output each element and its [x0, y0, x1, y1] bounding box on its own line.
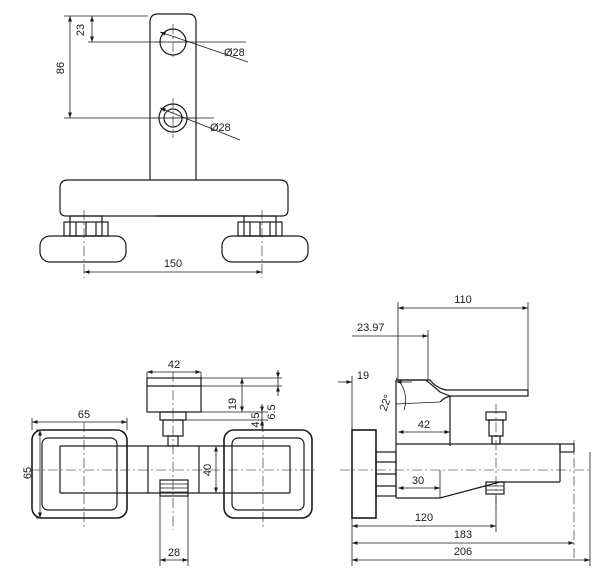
side-dim-120-label: 120: [415, 512, 433, 524]
side-dim-19-label: 19: [357, 370, 369, 382]
front-dim-65-height-label: 65: [22, 467, 34, 479]
dim-150-label: 150: [164, 258, 182, 270]
side-dim-206-label: 206: [454, 546, 472, 558]
side-dim-23-97-label: 23.97: [357, 322, 385, 334]
dim-23-label: 23: [75, 24, 87, 36]
side-wall-cap: [351, 429, 377, 519]
front-dim-28-label: 28: [168, 547, 180, 559]
right-cap: [223, 429, 313, 519]
upper-diameter-label: Ø28: [224, 47, 245, 59]
side-dim-42-label: 42: [418, 419, 430, 431]
side-dim-110-label: 110: [454, 294, 472, 306]
front-dim-6-5-label: 6.5: [266, 404, 278, 419]
dim-86-label: 86: [55, 62, 67, 74]
side-dim-30-label: 30: [412, 475, 424, 487]
front-dim-42-label: 42: [168, 359, 180, 371]
front-dim-4-5-label: 4.5: [250, 412, 262, 427]
front-dim-40-label: 40: [202, 464, 214, 476]
side-view: 110 23.97 19 22° 42 30 120 183 206: [338, 294, 591, 566]
front-dim-19-label: 19: [227, 398, 239, 410]
side-angle-22-label: 22°: [378, 393, 395, 413]
left-cap: [31, 429, 128, 519]
front-view: 42 65 65 19 4.5 6.5 40 28: [22, 359, 316, 566]
side-dim-183-label: 183: [454, 529, 472, 541]
lower-diameter-label: Ø28: [210, 122, 231, 134]
front-dim-65-width-label: 65: [78, 409, 90, 421]
top-view: 23 86 Ø28 Ø28 150: [39, 13, 309, 278]
